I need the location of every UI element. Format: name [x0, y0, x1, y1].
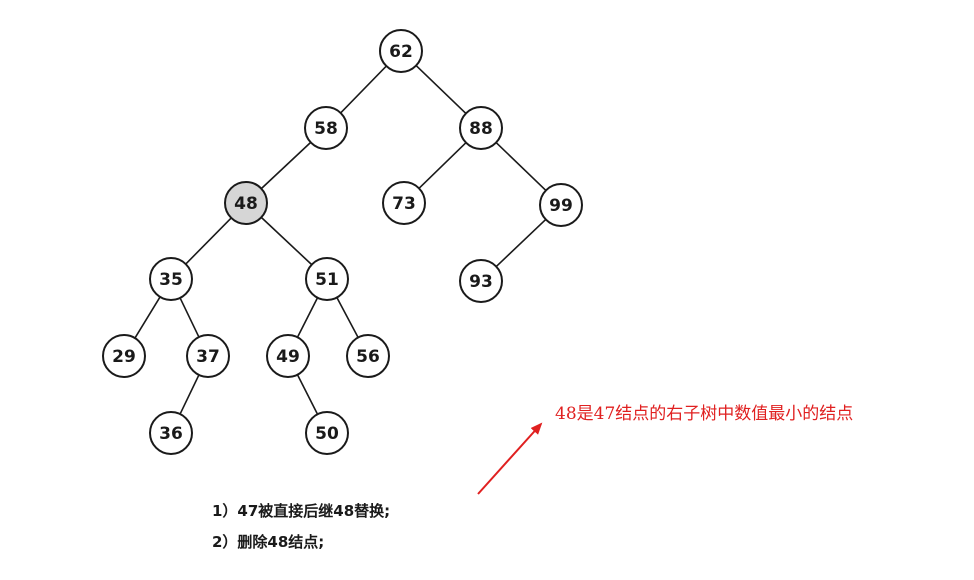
- edge-88-73: [418, 142, 467, 189]
- tree-node-88: 88: [459, 106, 503, 150]
- node-circle: [459, 106, 503, 150]
- edge-37-36: [179, 374, 200, 415]
- tree-edges: [134, 64, 547, 415]
- node-circle: [346, 334, 390, 378]
- tree-node-58: 58: [304, 106, 348, 150]
- node-circle: [379, 29, 423, 73]
- tree-node-56: 56: [346, 334, 390, 378]
- node-circle: [186, 334, 230, 378]
- node-circle: [224, 181, 268, 225]
- tree-nodes: 62 58 88 48 73 99 35 51 93 29 37 49 56 36 50: [102, 29, 583, 455]
- tree-node-49: 49: [266, 334, 310, 378]
- node-circle: [382, 181, 426, 225]
- tree-node-99: 99: [539, 183, 583, 227]
- annotation-arrow: [477, 422, 543, 495]
- tree-node-51: 51: [305, 257, 349, 301]
- edge-48-51: [260, 216, 313, 266]
- steps-list: 1）47被直接后继48替换; 2）删除48结点;: [212, 496, 390, 558]
- node-circle: [304, 106, 348, 150]
- tree-node-93: 93: [459, 259, 503, 303]
- node-label: 73: [392, 194, 416, 214]
- node-label: 29: [112, 347, 136, 367]
- edge-35-29: [134, 296, 161, 339]
- node-circle: [149, 411, 193, 455]
- node-circle: [305, 257, 349, 301]
- node-circle: [539, 183, 583, 227]
- node-circle: [459, 259, 503, 303]
- node-label: 51: [315, 270, 339, 290]
- tree-node-50: 50: [305, 411, 349, 455]
- tree-node-35: 35: [149, 257, 193, 301]
- edge-48-35: [185, 217, 232, 265]
- node-label: 99: [549, 196, 573, 216]
- edge-88-99: [495, 141, 547, 192]
- tree-node-48: 48: [224, 181, 268, 225]
- node-label: 37: [196, 347, 220, 367]
- node-circle: [266, 334, 310, 378]
- tree-node-29: 29: [102, 334, 146, 378]
- node-label: 93: [469, 272, 493, 292]
- annotation-label: 48是47结点的右子树中数值最小的结点: [555, 404, 854, 424]
- node-label: 36: [159, 424, 183, 444]
- tree-node-36: 36: [149, 411, 193, 455]
- node-label: 49: [276, 347, 300, 367]
- node-label: 50: [315, 424, 339, 444]
- edge-62-88: [415, 64, 467, 115]
- edge-35-37: [179, 297, 200, 338]
- edge-51-56: [336, 297, 359, 338]
- edge-62-58: [340, 65, 387, 114]
- step-2: 2）删除48结点;: [212, 533, 325, 551]
- node-label: 48: [234, 194, 258, 214]
- node-label: 56: [356, 347, 380, 367]
- tree-node-37: 37: [186, 334, 230, 378]
- node-circle: [102, 334, 146, 378]
- tree-node-62: 62: [379, 29, 423, 73]
- step-1: 1）47被直接后继48替换;: [212, 502, 391, 520]
- node-label: 58: [314, 119, 338, 139]
- node-circle: [149, 257, 193, 301]
- edge-99-93: [495, 218, 547, 268]
- edge-51-49: [296, 297, 319, 338]
- node-label: 35: [159, 270, 183, 290]
- edge-58-48: [260, 141, 312, 190]
- edge-49-50: [296, 374, 319, 415]
- tree-node-73: 73: [382, 181, 426, 225]
- node-label: 62: [389, 42, 413, 62]
- node-circle: [305, 411, 349, 455]
- node-label: 88: [469, 119, 493, 139]
